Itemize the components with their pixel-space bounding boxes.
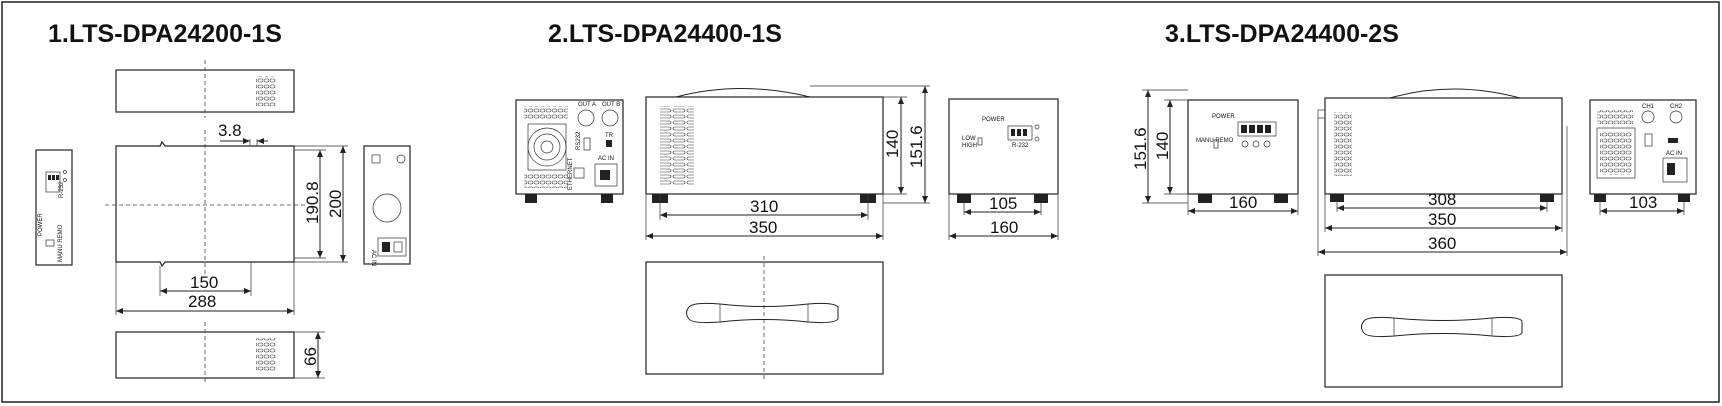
m2-rs232-label: RS232 bbox=[576, 131, 582, 150]
model-1-bottom-view bbox=[115, 322, 325, 384]
model-2-top-view bbox=[645, 256, 884, 380]
dim-w160: 160 bbox=[990, 218, 1018, 237]
model-2-front-panel: 105 160 bbox=[948, 98, 1059, 240]
dim-w105: 105 bbox=[989, 194, 1017, 213]
m2-outb-label: OUT B bbox=[602, 102, 620, 108]
dim-w360: 360 bbox=[1428, 234, 1456, 253]
dim-height: 66 bbox=[301, 347, 320, 366]
dim-h140: 140 bbox=[883, 130, 902, 158]
dim-m3-w160: 160 bbox=[1229, 193, 1257, 212]
model-3-rear-panel: 103 bbox=[1589, 99, 1697, 215]
dim-w308: 308 bbox=[1428, 190, 1456, 209]
model-3-title: 3.LTS-DPA24400-2S bbox=[1165, 20, 1399, 48]
m2-tr-label: TR bbox=[605, 133, 614, 139]
dim-m3-h1516: 151.6 bbox=[1131, 127, 1150, 170]
m2-ethernet-label: ETHERNET bbox=[568, 157, 574, 190]
m3-acin-label: AC IN bbox=[1666, 151, 1682, 157]
m1-power-label: POWER bbox=[38, 213, 44, 236]
m1-mode-label: MANU REMO bbox=[58, 224, 64, 262]
model-1-rear-panel bbox=[363, 145, 411, 265]
model-1-front-panel bbox=[35, 149, 73, 266]
m2-power-label: POWER bbox=[982, 117, 1005, 123]
dim-w103: 103 bbox=[1629, 193, 1657, 212]
dim-h1516: 151.6 bbox=[907, 125, 926, 168]
dim-w350: 350 bbox=[749, 218, 777, 237]
model-2-rear-panel bbox=[515, 99, 624, 203]
dim-gap: 3.8 bbox=[218, 121, 242, 140]
model-3-front-panel: 160 bbox=[1142, 89, 1299, 215]
dim-w310: 310 bbox=[750, 197, 778, 216]
dim-depth: 200 bbox=[326, 190, 345, 218]
model-2-side-view: 310 350 bbox=[645, 85, 930, 240]
model-2-title: 2.LTS-DPA24400-1S bbox=[548, 20, 782, 48]
m2-low-label: LOW bbox=[962, 136, 976, 142]
m3-mode-label: MANU REMO bbox=[1196, 138, 1234, 144]
dim-m3-h140: 140 bbox=[1153, 132, 1172, 160]
m2-acin-label: AC IN bbox=[598, 156, 614, 162]
m2-port-label: R-232 bbox=[1012, 143, 1029, 149]
dim-width: 288 bbox=[188, 292, 216, 311]
m3-ch1-label: CH1 bbox=[1642, 104, 1655, 110]
model-1-plan-view: 3.8 150 288 bbox=[105, 121, 348, 315]
m3-power-label: POWER bbox=[1212, 114, 1235, 120]
model-1-title: 1.LTS-DPA24200-1S bbox=[48, 20, 282, 48]
m1-port-label: R-232 bbox=[59, 181, 65, 198]
m2-high-label: HIGH bbox=[962, 143, 977, 149]
dim-depth-inner: 190.8 bbox=[303, 181, 322, 224]
m2-outa-label: OUT A bbox=[578, 102, 596, 108]
model-1-top-view bbox=[115, 60, 295, 118]
dim-inner: 150 bbox=[190, 273, 218, 292]
dim-m3-w350: 350 bbox=[1428, 210, 1456, 229]
m3-ch2-label: CH2 bbox=[1670, 104, 1683, 110]
model-3-side-view: 308 350 360 bbox=[1317, 88, 1568, 256]
model-3-top-view bbox=[1324, 274, 1563, 388]
m1-acin-label: AC IN bbox=[370, 250, 376, 266]
